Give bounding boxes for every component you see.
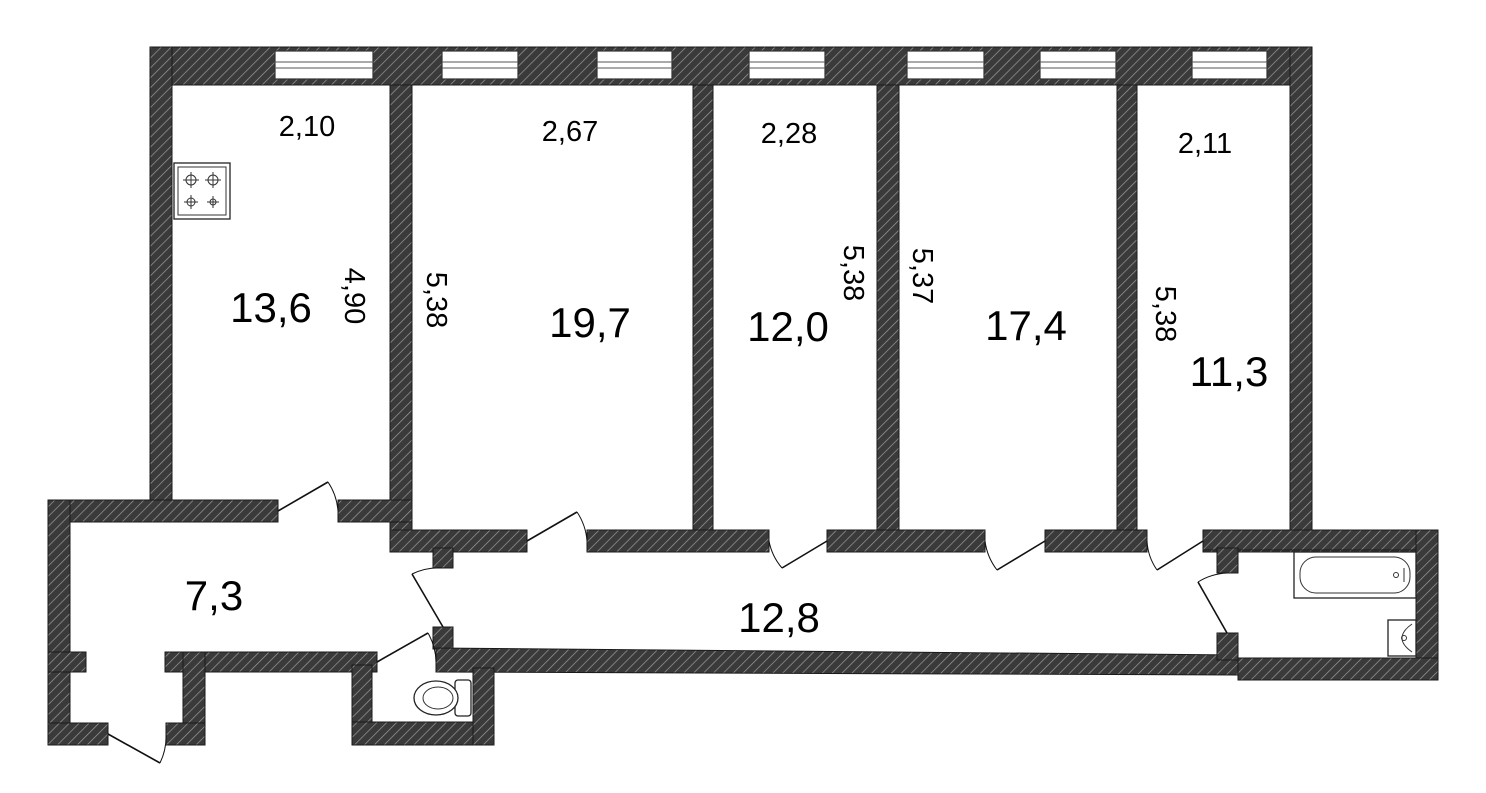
window-3	[596, 50, 673, 80]
stove-icon	[173, 162, 231, 220]
wall-bath-jamb-bottom	[1216, 632, 1239, 661]
room-4-area-label: 17,4	[985, 302, 1067, 349]
wall-bath-bottom	[1237, 657, 1439, 681]
door-bathroom	[1197, 572, 1228, 634]
room-4-length-label: 5,37	[906, 248, 938, 304]
kitchen-area-label: 13,6	[230, 284, 312, 331]
wall-corridor-bottom	[435, 647, 1239, 676]
wall-jamb-1	[432, 547, 454, 569]
kitchen-length-label: 4,90	[338, 268, 370, 324]
window-6	[1039, 50, 1117, 80]
room-3-width-label: 2,28	[761, 118, 817, 150]
wall-partition-1	[389, 84, 413, 546]
wall-entry-left-stub	[47, 651, 87, 673]
wall-entry-left	[47, 499, 71, 746]
wall-jamb-2	[432, 626, 454, 650]
wall-bath-jamb-top	[1216, 547, 1239, 574]
windows	[274, 50, 1268, 80]
door-corridor	[411, 567, 444, 628]
wall-partition-2	[692, 84, 714, 531]
door-wc	[376, 632, 437, 663]
room-5-length-label: 5,38	[1149, 286, 1181, 342]
door-room-2	[526, 511, 588, 542]
room-2-length-label: 5,38	[420, 272, 452, 328]
room-3-length-label: 5,38	[837, 245, 869, 301]
wall-kitchen-left	[149, 46, 173, 504]
window-4	[748, 50, 826, 80]
labels: 2,10 13,6 4,90 2,67 5,38 19,7 2,28 12,0 …	[185, 111, 1269, 641]
room-2-area-label: 19,7	[549, 299, 631, 346]
wall-partition-3	[876, 84, 900, 531]
wall-corridor-top-4	[1044, 529, 1148, 553]
wall-entry-top-2	[337, 499, 413, 523]
walls	[47, 46, 1439, 746]
bathtub-icon	[1293, 551, 1417, 599]
door-room-4	[984, 540, 1046, 571]
window-1	[274, 50, 374, 80]
room-5-width-label: 2,11	[1178, 128, 1232, 160]
wall-partition-4	[1116, 84, 1138, 531]
window-7	[1191, 50, 1268, 80]
corridor-area-label: 12,8	[738, 594, 820, 641]
wall-entry-top-1	[47, 499, 279, 523]
wall-corridor-top-1	[389, 529, 528, 553]
sink-icon	[1387, 619, 1417, 657]
kitchen-width-label: 2,10	[279, 111, 335, 143]
wall-right	[1289, 46, 1313, 533]
room-5-area-label: 11,3	[1190, 348, 1269, 395]
wall-vestibule-bottom-r	[165, 722, 206, 746]
wall-vestibule-bottom-l	[47, 722, 109, 746]
door-entrance	[107, 733, 167, 764]
entrance-hall-area-label: 7,3	[185, 572, 243, 619]
door-room-3	[768, 540, 828, 569]
doors	[107, 481, 1228, 764]
room-2-width-label: 2,67	[542, 116, 598, 148]
toilet-icon	[413, 679, 472, 717]
wall-bath-top	[1202, 529, 1439, 551]
window-5	[906, 50, 985, 80]
door-room-5	[1146, 540, 1204, 571]
wall-corridor-top-2	[586, 529, 770, 553]
window-2	[441, 50, 519, 80]
wall-corridor-top-3	[826, 529, 986, 553]
wall-wc-right	[472, 667, 495, 746]
door-kitchen	[277, 481, 339, 512]
room-3-area-label: 12,0	[747, 303, 829, 350]
